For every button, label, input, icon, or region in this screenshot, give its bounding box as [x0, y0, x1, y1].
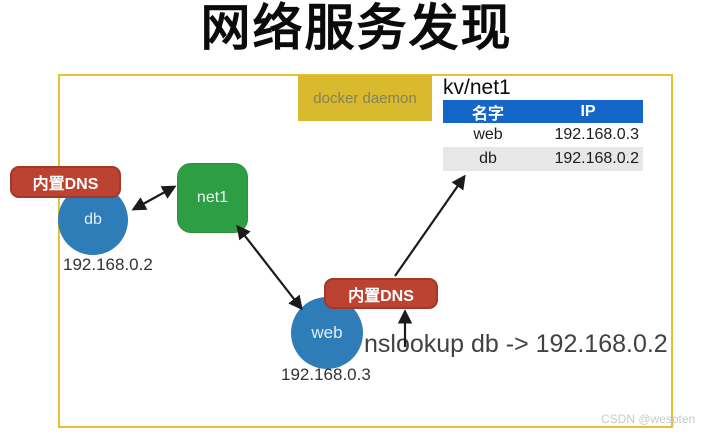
- nslookup-annotation: nslookup db -> 192.168.0.2: [364, 330, 668, 358]
- builtin-dns-badge-db: 内置DNS: [10, 166, 121, 198]
- watermark: CSDN @wespten: [601, 412, 696, 426]
- table-row: web 192.168.0.3: [443, 123, 643, 147]
- kv-table-header-row: 名字 IP: [443, 100, 643, 123]
- docker-daemon-label: docker daemon: [313, 89, 417, 107]
- kv-table-cell-name: web: [473, 126, 503, 143]
- kv-table-header-ip: IP: [580, 102, 596, 120]
- kv-table: 名字 IP web 192.168.0.3 db 192.168.0.2: [443, 100, 643, 171]
- web-ip-label: 192.168.0.3: [281, 365, 371, 384]
- builtin-dns-label: 内置DNS: [32, 176, 99, 193]
- kv-store-title: kv/net1: [443, 76, 511, 99]
- net1-network-node: net1: [177, 163, 248, 233]
- diagram-boundary-box: [58, 74, 673, 428]
- kv-table-cell-ip: 192.168.0.3: [554, 126, 639, 143]
- db-ip-label: 192.168.0.2: [63, 255, 153, 274]
- web-node-label: web: [311, 323, 343, 342]
- kv-table-header-name: 名字: [471, 105, 504, 123]
- db-node-label: db: [84, 211, 102, 228]
- docker-daemon-label-box: docker daemon: [298, 75, 432, 121]
- net1-node-label: net1: [196, 189, 229, 206]
- web-container-node: web: [291, 297, 363, 369]
- kv-table-cell-name: db: [479, 150, 497, 167]
- builtin-dns-badge-web: 内置DNS: [324, 278, 438, 309]
- builtin-dns-label: 内置DNS: [348, 287, 414, 305]
- kv-table-cell-ip: 192.168.0.2: [554, 150, 639, 167]
- page-title: 网络服务发现: [200, 0, 513, 56]
- table-row: db 192.168.0.2: [443, 147, 643, 171]
